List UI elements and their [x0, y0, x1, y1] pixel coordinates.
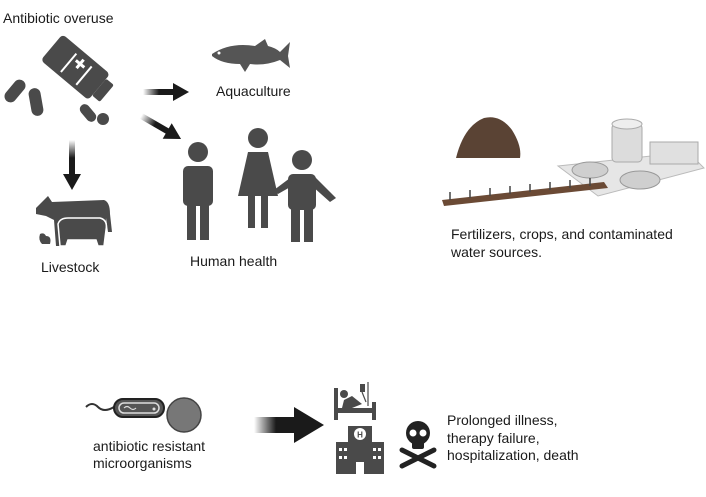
environment-label-line1: Fertilizers, crops, and contaminated: [451, 226, 673, 242]
medicine-bottle-pills-icon: [4, 35, 114, 125]
arrow-to-human-health-icon: [139, 113, 182, 139]
bacteria-icon: [85, 397, 202, 433]
svg-text:H: H: [357, 431, 363, 440]
soil-crops-water-treatment-icon: [442, 117, 705, 206]
fish-icon: [212, 39, 290, 72]
livestock-icon: [36, 196, 112, 247]
outcomes-label-line3: hospitalization, death: [447, 447, 579, 463]
hospital-bed-icon: [334, 382, 376, 420]
human-health-label: Human health: [190, 253, 278, 269]
arrow-to-aquaculture-icon: [143, 83, 189, 101]
outcomes-label-line2: therapy failure,: [447, 430, 540, 446]
skull-crossbones-icon: [399, 421, 437, 469]
microbes-label-line1: antibiotic resistant: [93, 438, 206, 454]
environment-label-line2: water sources.: [451, 244, 543, 260]
people-icon: [183, 128, 336, 242]
outcomes-label-line1: Prolonged illness,: [447, 412, 558, 428]
source-label: Antibiotic overuse: [3, 10, 114, 26]
arrow-to-livestock-icon: [63, 140, 81, 190]
livestock-label: Livestock: [41, 259, 100, 275]
aquaculture-label: Aquaculture: [216, 83, 291, 99]
microbes-label-line2: microorganisms: [93, 455, 192, 471]
hospital-icon: H: [336, 426, 384, 474]
arrow-to-outcomes-icon: [254, 407, 324, 443]
